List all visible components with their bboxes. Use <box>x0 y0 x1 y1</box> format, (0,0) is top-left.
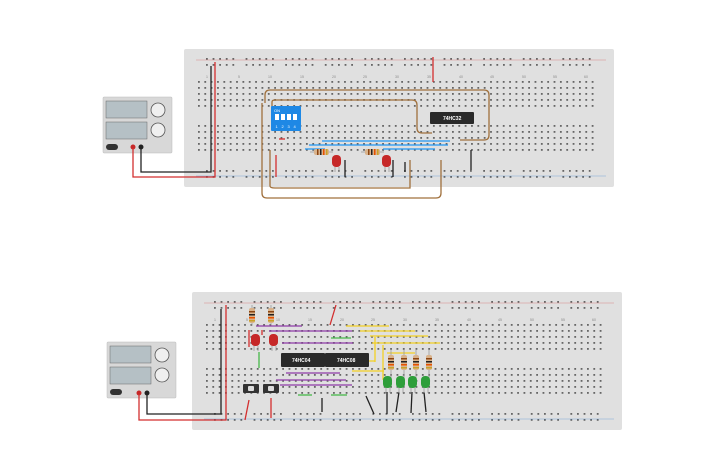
col-num: 30 <box>395 75 399 79</box>
dip-toggle <box>293 114 297 120</box>
dip-switch[interactable]: ON 1 2 3 4 <box>271 106 301 131</box>
wire-psu-positive-2[interactable] <box>138 305 227 421</box>
resistor[interactable] <box>310 149 333 155</box>
led-red[interactable] <box>382 155 391 172</box>
resistor <box>413 350 419 378</box>
resistors-2[interactable] <box>249 305 432 378</box>
dip-position-label: 4 <box>294 124 297 129</box>
psu-display-top <box>109 345 152 364</box>
col-num: 40 <box>467 318 471 322</box>
led-green[interactable] <box>408 376 417 393</box>
pushbutton[interactable] <box>243 384 259 393</box>
chip-label: 74HC08 <box>337 358 356 364</box>
col-num: 35 <box>427 75 431 79</box>
pushbutton[interactable] <box>263 384 279 393</box>
led-red[interactable] <box>251 334 260 351</box>
psu-terminal-positive[interactable] <box>130 144 136 150</box>
col-num: 55 <box>553 75 557 79</box>
circuit-2: 1 5 10 15 20 25 30 35 40 45 50 55 60 <box>106 292 622 430</box>
column-numbers-1: 1 5 10 15 20 25 30 35 40 45 50 55 60 <box>206 75 588 79</box>
col-num: 40 <box>459 75 463 79</box>
wire-psu-positive-1[interactable] <box>132 62 216 178</box>
col-num: 35 <box>435 318 439 322</box>
psu-terminal-negative[interactable] <box>144 390 150 396</box>
col-num: 60 <box>584 75 588 79</box>
circuit-1: 1 5 10 15 20 25 30 35 40 45 50 55 60 <box>102 49 614 199</box>
psu-switch[interactable] <box>110 389 122 395</box>
red-wires-2[interactable] <box>244 304 337 421</box>
blue-wires-1[interactable] <box>305 140 450 150</box>
resistor[interactable] <box>361 149 384 155</box>
resistor <box>388 350 394 378</box>
col-num: 1 <box>206 75 208 79</box>
power-supply-1[interactable] <box>102 96 173 154</box>
resistor <box>426 350 432 378</box>
chip-label: 74HC04 <box>292 358 311 364</box>
ic-chip-74hc08[interactable]: 74HC08 <box>325 353 369 367</box>
breadboard-1[interactable] <box>184 49 614 187</box>
col-num: 20 <box>340 318 344 322</box>
col-num: 25 <box>363 75 367 79</box>
dip-toggle <box>287 114 291 120</box>
wire-psu-negative-1[interactable] <box>140 66 212 173</box>
resistor <box>401 350 407 378</box>
chip-label: 74HC32 <box>443 116 462 122</box>
led-green[interactable] <box>383 376 392 393</box>
psu-knob-voltage[interactable] <box>154 347 170 363</box>
psu-terminal-positive[interactable] <box>136 390 142 396</box>
col-num: 55 <box>561 318 565 322</box>
col-num: 50 <box>530 318 534 322</box>
dip-toggle <box>281 114 285 120</box>
dip-switch-label: ON <box>274 108 280 113</box>
dip-toggle <box>275 114 279 120</box>
psu-display-top <box>105 100 148 119</box>
col-num: 10 <box>268 75 272 79</box>
yellow-wires-2[interactable] <box>346 325 440 380</box>
psu-knob-voltage[interactable] <box>150 102 166 118</box>
psu-terminal-negative[interactable] <box>138 144 144 150</box>
brown-wires-1[interactable] <box>261 89 490 199</box>
green-wires-2[interactable] <box>258 337 351 396</box>
led-red[interactable] <box>332 155 341 172</box>
dip-position-label: 2 <box>282 124 285 129</box>
col-num: 20 <box>332 75 336 79</box>
psu-knob-current[interactable] <box>150 122 166 138</box>
col-num: 10 <box>276 318 280 322</box>
wire-psu-negative-2[interactable] <box>146 309 222 415</box>
dip-position-label: 1 <box>276 124 279 129</box>
psu-display-bottom <box>109 366 152 385</box>
col-num: 15 <box>300 75 304 79</box>
col-num: 60 <box>592 318 596 322</box>
col-num: 5 <box>246 318 248 322</box>
black-wires-1[interactable] <box>344 150 472 177</box>
ic-chip-74hc04[interactable]: 74HC04 <box>281 353 325 367</box>
dip-position-label: 3 <box>288 124 291 129</box>
led-red[interactable] <box>269 334 278 351</box>
resistor <box>268 305 274 325</box>
ic-chip-74hc32[interactable]: 74HC32 <box>430 112 474 124</box>
psu-switch[interactable] <box>106 144 118 150</box>
led-green[interactable] <box>421 376 430 393</box>
breadboard-1-holes <box>198 58 594 178</box>
psu-knob-current[interactable] <box>154 367 170 383</box>
psu-display-bottom <box>105 121 148 140</box>
column-numbers-2: 1 5 10 15 20 25 30 35 40 45 50 55 60 <box>214 318 596 322</box>
col-num: 1 <box>214 318 216 322</box>
purple-wires-2[interactable] <box>256 325 353 386</box>
col-num: 45 <box>498 318 502 322</box>
col-num: 45 <box>490 75 494 79</box>
col-num: 25 <box>371 318 375 322</box>
col-num: 15 <box>308 318 312 322</box>
led-green[interactable] <box>396 376 405 393</box>
power-supply-2[interactable] <box>106 341 177 399</box>
black-wires-2[interactable] <box>321 391 427 415</box>
col-num: 50 <box>522 75 526 79</box>
resistor <box>249 305 255 325</box>
col-num: 5 <box>238 75 240 79</box>
col-num: 30 <box>403 318 407 322</box>
